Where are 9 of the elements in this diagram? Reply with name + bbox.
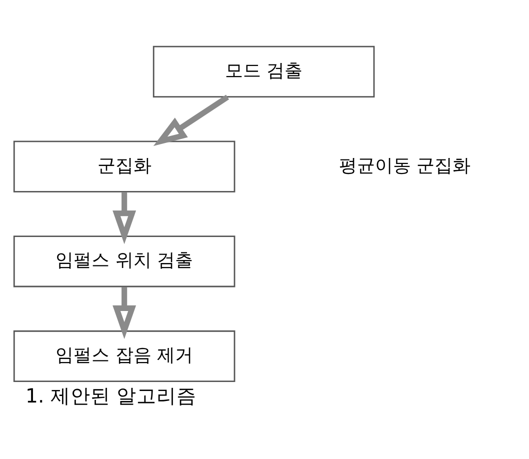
caption: 1. 제안된 알고리즘	[26, 384, 197, 408]
arrow	[112, 286, 136, 338]
node-box: 임펄스 잡음 제거	[13, 330, 236, 382]
label: 평균이동 군집화	[338, 154, 471, 176]
arrow	[112, 192, 136, 244]
node-box: 모드 검출	[152, 45, 375, 97]
arrow	[153, 94, 230, 146]
node-box: 임펄스 위치 검출	[13, 235, 236, 287]
node-box: 군집화	[13, 140, 236, 192]
